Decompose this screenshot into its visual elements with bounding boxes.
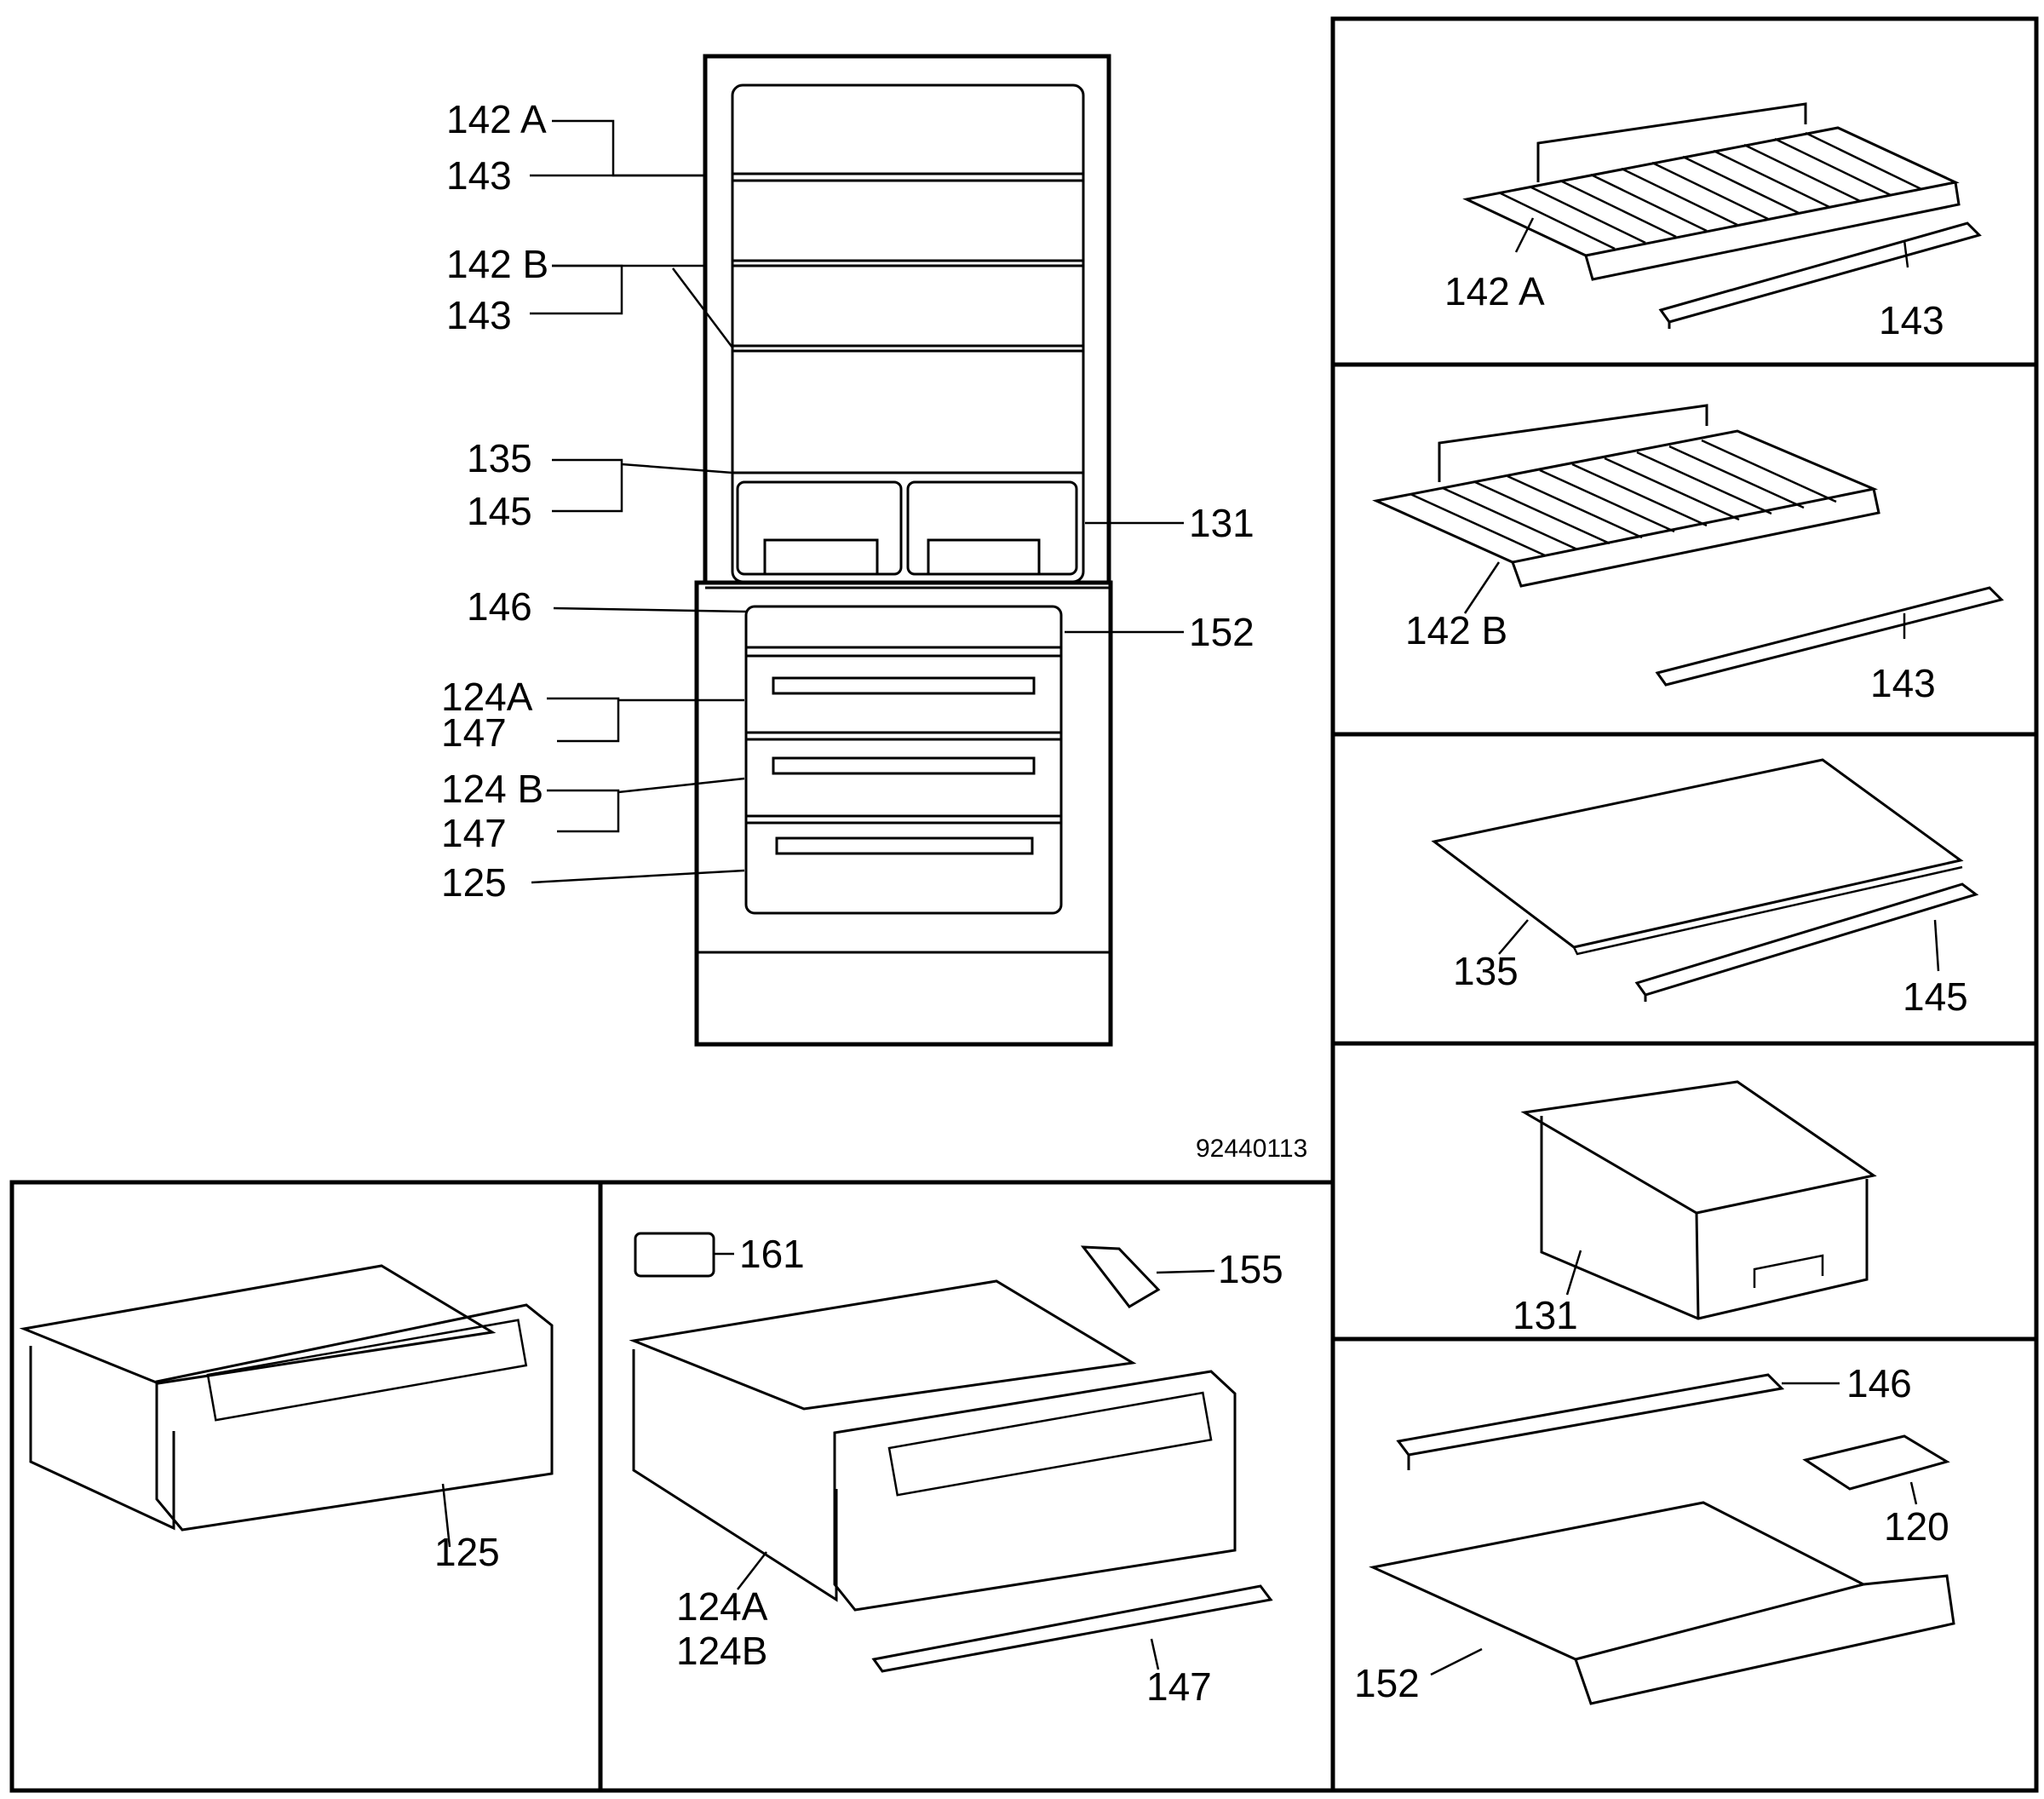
label-145: 145: [467, 489, 532, 533]
label-152: 152: [1189, 610, 1255, 654]
label-143-detail-b: 143: [1870, 661, 1936, 705]
label-143-upper: 143: [446, 153, 512, 198]
label-147-lower: 147: [441, 811, 507, 855]
label-131-detail: 131: [1513, 1293, 1578, 1337]
panel-frames: [9, 16, 2039, 1793]
label-147-upper: 147: [441, 710, 507, 755]
label-145-detail: 145: [1903, 974, 1968, 1019]
label-125-detail: 125: [434, 1530, 500, 1574]
label-143-detail-a: 143: [1879, 298, 1944, 342]
label-125: 125: [441, 860, 507, 905]
label-120-detail: 120: [1884, 1504, 1949, 1549]
label-131: 131: [1189, 501, 1255, 545]
label-142a: 142 A: [446, 97, 547, 141]
overview-labels: 142 A 143 142 B 143 135 145 131 146 152 …: [441, 97, 1307, 1163]
panel-drawer-125: 125: [19, 1264, 554, 1574]
fridge-cabinet: [694, 54, 1113, 1047]
label-146-detail: 146: [1846, 1361, 1912, 1405]
panel-shelf-142b: 142 B 143: [1372, 404, 2004, 705]
label-135-detail: 135: [1453, 949, 1519, 993]
overview-leaders: [530, 119, 1184, 884]
label-124b-detail: 124B: [676, 1629, 767, 1673]
label-124a: 124A: [441, 675, 533, 719]
label-135: 135: [467, 436, 532, 480]
label-142b-detail: 142 B: [1405, 608, 1507, 652]
panel-drawer-124: 161 155 124A 124B 147: [629, 1232, 1283, 1709]
label-124a-detail: 124A: [676, 1584, 768, 1629]
drawing-number: 92440113: [1196, 1135, 1307, 1163]
label-161: 161: [739, 1232, 805, 1276]
label-143-lower: 143: [446, 293, 512, 337]
panel-freezer-152: 146 120 152: [1354, 1361, 1955, 1705]
label-142a-detail: 142 A: [1444, 269, 1545, 313]
label-142b: 142 B: [446, 242, 548, 286]
label-155: 155: [1218, 1247, 1283, 1291]
label-146: 146: [467, 584, 532, 629]
panel-glass-135: 135 145: [1431, 758, 1979, 1019]
label-152-detail: 152: [1354, 1661, 1420, 1705]
panel-shelf-142a: 142 A 143: [1444, 102, 1982, 342]
label-124b: 124 B: [441, 767, 543, 811]
label-147-detail: 147: [1146, 1664, 1212, 1709]
panel-bin-131: 131: [1513, 1080, 1877, 1337]
